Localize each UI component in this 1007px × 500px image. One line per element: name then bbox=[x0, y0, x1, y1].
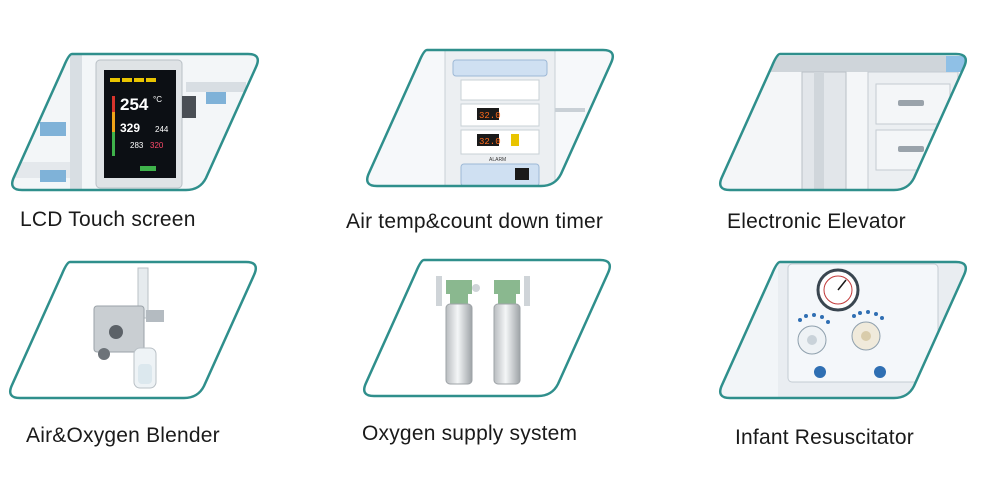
panel-readout-1: 32.0 bbox=[479, 111, 501, 121]
screen-unit: °C bbox=[153, 95, 162, 104]
screen-readout-4: 283 bbox=[130, 141, 144, 150]
feature-caption: Air&Oxygen Blender bbox=[26, 424, 220, 447]
feature-caption: Oxygen supply system bbox=[362, 422, 578, 445]
oxygen-blender-image bbox=[9, 260, 257, 400]
elevator-cabinet-image bbox=[719, 52, 967, 192]
oxygen-cylinders-image bbox=[363, 258, 611, 398]
lcd-touch-screen-image: 254 °C 329 244 283 320 bbox=[11, 52, 259, 192]
feature-caption: Infant Resuscitator bbox=[735, 426, 914, 449]
feature-caption: Air temp&count down timer bbox=[346, 210, 604, 233]
feature-caption: LCD Touch screen bbox=[20, 208, 196, 231]
screen-readout-2: 329 bbox=[120, 121, 140, 135]
screen-readout-3: 244 bbox=[155, 125, 169, 134]
feature-card-infant-resuscitator bbox=[718, 260, 968, 400]
panel-readout-2: 32.0 bbox=[479, 137, 501, 147]
feature-card-air-temp-timer: 32.0 32.0 ALARM bbox=[365, 48, 615, 188]
screen-readout-main: 254 bbox=[120, 95, 149, 114]
control-panel-image: 32.0 32.0 ALARM bbox=[366, 48, 614, 188]
screen-readout-5: 320 bbox=[150, 141, 164, 150]
panel-alarm-label: ALARM bbox=[489, 157, 506, 163]
feature-card-air-oxygen-blender bbox=[8, 260, 258, 400]
feature-caption: Electronic Elevator bbox=[727, 210, 906, 233]
feature-card-oxygen-supply bbox=[362, 258, 612, 398]
feature-card-electronic-elevator bbox=[718, 52, 968, 192]
feature-card-lcd-touch-screen: 254 °C 329 244 283 320 bbox=[10, 52, 260, 192]
resuscitator-image bbox=[719, 260, 967, 400]
